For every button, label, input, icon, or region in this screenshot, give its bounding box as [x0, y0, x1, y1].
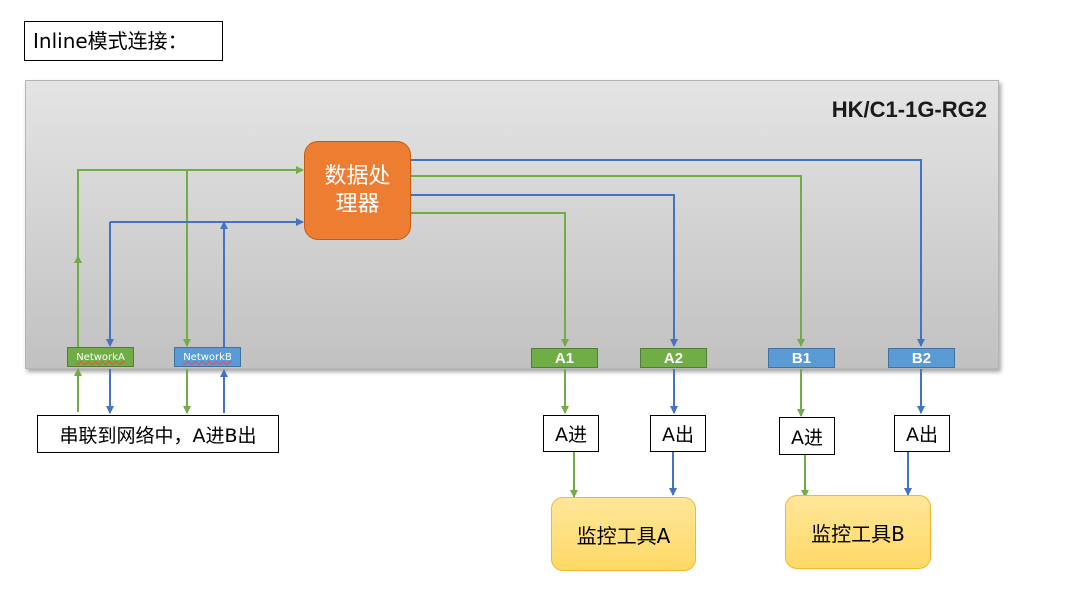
port-a2: A2 [640, 348, 707, 368]
monitoring-tool-b: 监控工具B [785, 495, 931, 569]
port-a1: A1 [531, 348, 598, 368]
a-in-label-1: A进 [543, 415, 599, 452]
wire-processor-to-b2 [411, 159, 925, 347]
page-title: Inline模式连接： [24, 21, 223, 61]
port-b2: B2 [888, 348, 955, 368]
port-network-a: NetworkA [67, 347, 134, 367]
wire-networka-to-processor [77, 166, 304, 347]
a-out-label-2: A出 [894, 415, 950, 452]
port-b1: B1 [768, 348, 835, 368]
wire-processor-to-a2 [411, 194, 678, 347]
inline-note-label: 串联到网络中，A进B出 [37, 415, 279, 453]
wire-processor-to-b1 [411, 175, 805, 347]
data-processor: 数据处理器 [304, 141, 411, 240]
port-network-b: NetworkB [174, 347, 241, 367]
monitoring-tool-a: 监控工具A [551, 497, 696, 571]
a-in-label-2: A进 [779, 417, 835, 455]
wire-processor-to-a1 [411, 212, 569, 347]
a-out-label-1: A出 [650, 415, 706, 452]
device-model-label: HK/C1-1G-RG2 [831, 97, 987, 122]
